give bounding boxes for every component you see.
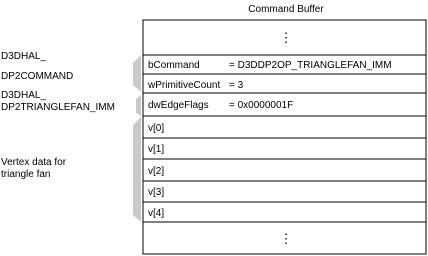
label-dp2command-line2: DP2COMMAND — [1, 71, 73, 82]
row-primitive-count-field: wPrimitiveCount — [147, 80, 220, 91]
label-trianglefan-line2: DP2TRIANGLEFAN_IMM — [1, 102, 115, 113]
row-vertex: v[1] — [148, 144, 164, 155]
ellipsis-bottom: ⋮ — [280, 231, 293, 246]
brace-vertex-data — [133, 117, 141, 222]
label-vertex-data-line2: triangle fan — [1, 169, 50, 180]
row-vertex: v[3] — [148, 187, 164, 198]
brace-dp2command — [133, 55, 141, 92]
row-command-value: = D3DDP2OP_TRIANGLEFAN_IMM — [229, 60, 392, 71]
row-vertex: v[4] — [148, 208, 164, 219]
diagram-title: Command Buffer — [248, 4, 324, 15]
label-dp2command-line1: D3DHAL_ — [1, 51, 46, 62]
row-primitive-count-value: = 3 — [229, 80, 244, 91]
command-buffer-box — [142, 19, 427, 255]
label-trianglefan-line1: D3DHAL_ — [1, 90, 46, 101]
row-edge-flags-value: = 0x0000001F — [229, 100, 293, 111]
ellipsis-top: ⋮ — [280, 30, 293, 45]
row-vertex: v[2] — [148, 166, 164, 177]
label-vertex-data-line1: Vertex data for — [1, 157, 67, 168]
row-dividers — [143, 54, 426, 223]
row-edge-flags-field: dwEdgeFlags — [148, 100, 209, 111]
row-vertex: v[0] — [148, 123, 164, 134]
row-command-field: bCommand — [148, 60, 200, 71]
brace-trianglefan — [136, 95, 141, 116]
